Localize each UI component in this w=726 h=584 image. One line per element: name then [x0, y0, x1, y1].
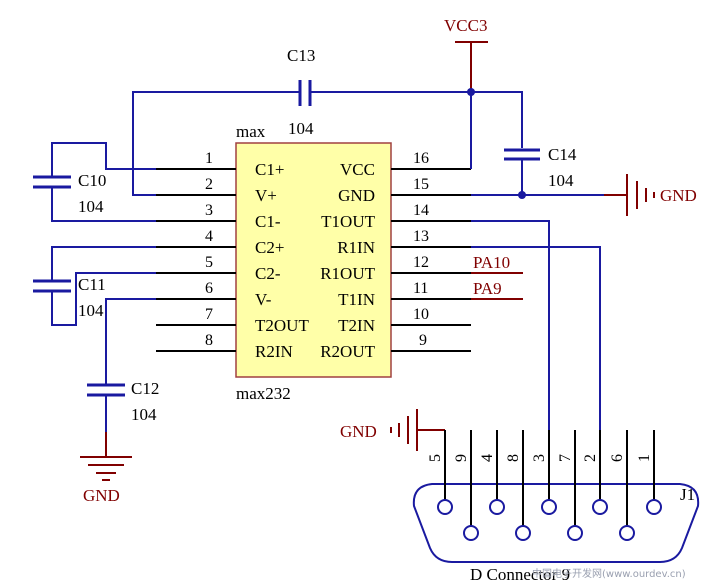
chip-part: max232	[236, 384, 291, 403]
gnd-connector-label: GND	[340, 422, 377, 441]
wire-c10-pin3	[51, 187, 156, 222]
pin-15-name: GND	[338, 186, 375, 205]
conn-pin-num-4: 4	[479, 454, 496, 462]
pa9-label: PA9	[473, 279, 502, 298]
pin-9-num: 9	[419, 332, 427, 349]
pin-6-name: V-	[255, 290, 272, 309]
pin-7-num: 7	[205, 306, 213, 323]
d-connector-shell	[412, 483, 700, 563]
wire-pin1-c10	[51, 142, 156, 176]
pin-3-num: 3	[205, 202, 213, 219]
pin-5-num: 5	[205, 254, 213, 271]
pin-16-name: VCC	[340, 160, 375, 179]
connector-pin-leads	[444, 430, 655, 526]
pin-11-name: T1IN	[338, 290, 375, 309]
gnd-symbol-bottom	[80, 432, 132, 481]
c10-value: 104	[78, 197, 104, 216]
pa10-label: PA10	[473, 253, 510, 272]
pin-9-name: R2OUT	[320, 342, 375, 361]
conn-pin-num-3: 3	[531, 454, 548, 462]
pin-2-name: V+	[255, 186, 277, 205]
chip-ref: max	[236, 122, 266, 141]
c10-ref: C10	[78, 171, 106, 190]
pin-8-num: 8	[205, 332, 213, 349]
c11-ref: C11	[78, 275, 106, 294]
pin-13-num: 13	[413, 228, 429, 245]
pin-10-num: 10	[413, 306, 429, 323]
junction-gnd	[518, 191, 526, 199]
pin-15-num: 15	[413, 176, 429, 193]
max232-chip-body	[235, 142, 392, 378]
conn-pin-num-2: 2	[582, 454, 599, 462]
gnd-symbol-right	[604, 174, 655, 216]
conn-pin-num-7: 7	[557, 454, 574, 462]
c12-value: 104	[131, 405, 157, 424]
pin-5-name: C2-	[255, 264, 281, 283]
conn-pin-num-8: 8	[505, 454, 522, 462]
wire-c13-c14	[310, 91, 523, 148]
connector-ref: J1	[680, 485, 695, 504]
connector-name: D Connector 9	[470, 565, 570, 584]
conn-pin-num-1: 1	[636, 454, 653, 462]
wire-t1out-pin3	[471, 220, 550, 430]
pin-1-name: C1+	[255, 160, 284, 179]
pin-13-name: R1IN	[337, 238, 375, 257]
pin-11-num: 11	[413, 280, 428, 297]
c12-ref: C12	[131, 379, 159, 398]
c13-ref: C13	[287, 46, 315, 65]
pin-14-num: 14	[413, 202, 429, 219]
pin-12-name: R1OUT	[320, 264, 375, 283]
pin-4-name: C2+	[255, 238, 284, 257]
c14-ref: C14	[548, 145, 577, 164]
pin-4-num: 4	[205, 228, 213, 245]
wire-vplus-c13	[132, 91, 300, 196]
pin-8-name: R2IN	[255, 342, 293, 361]
wire-r1in-pin2	[471, 246, 601, 430]
pin-16-num: 16	[413, 150, 429, 167]
pin-10-name: T2IN	[338, 316, 375, 335]
conn-pin-num-6: 6	[609, 454, 626, 462]
watermark: 中国电子开发网(www.ourdev.cn)	[532, 567, 686, 580]
left-pin-stubs	[156, 168, 236, 352]
conn-pin-num-5: 5	[427, 454, 444, 462]
c13-value: 104	[288, 119, 314, 138]
gnd-bottom-label: GND	[83, 486, 120, 505]
pin-7-name: T2OUT	[255, 316, 309, 335]
c14-value: 104	[548, 171, 574, 190]
wire-c11-pin5	[51, 272, 156, 326]
gnd-symbol-connector	[390, 409, 445, 451]
vcc3-label: VCC3	[444, 16, 487, 35]
wire-pin4-c11	[51, 246, 156, 280]
connector-pin-circles	[437, 499, 662, 541]
gnd-right-label: GND	[660, 186, 697, 205]
pin-6-num: 6	[205, 280, 213, 297]
wire-pin6-c12	[105, 298, 156, 384]
conn-pin-num-9: 9	[453, 454, 470, 462]
pin-12-num: 12	[413, 254, 429, 271]
pin-3-name: C1-	[255, 212, 281, 231]
pin-1-num: 1	[205, 150, 213, 167]
pin-14-name: T1OUT	[321, 212, 375, 231]
right-pin-stubs	[391, 168, 471, 352]
pin-2-num: 2	[205, 176, 213, 193]
c11-value: 104	[78, 301, 104, 320]
